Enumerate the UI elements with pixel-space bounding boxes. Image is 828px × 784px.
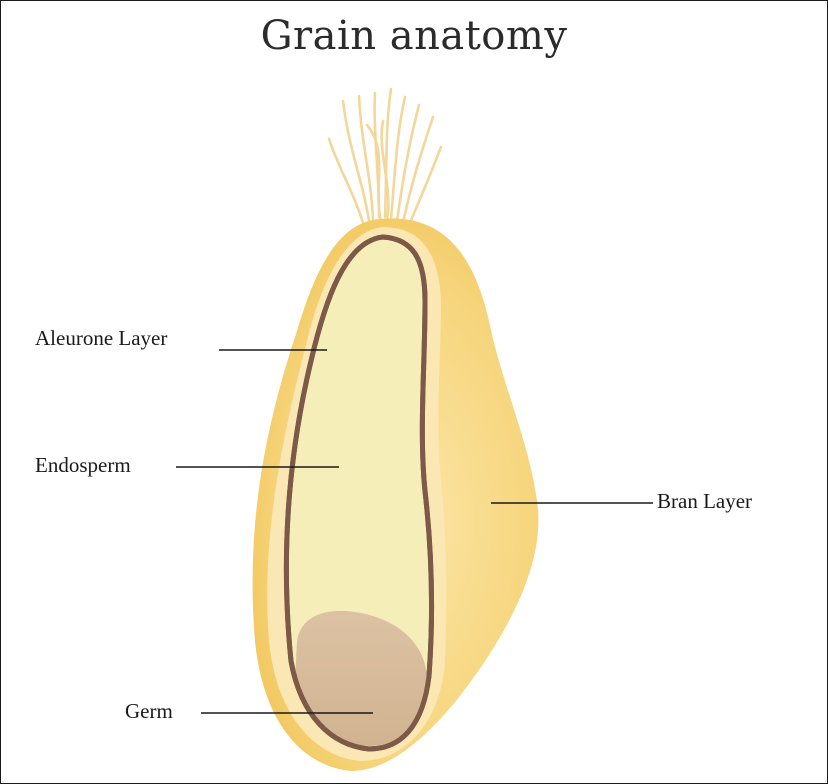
- diagram-title: Grain anatomy: [260, 13, 568, 59]
- aleurone-layer-shape: [283, 234, 435, 752]
- endosperm-label: Endosperm: [35, 453, 131, 477]
- germ-label: Germ: [125, 699, 173, 723]
- bran-layer-label: Bran Layer: [657, 489, 753, 513]
- grain-hairs: [327, 87, 443, 227]
- aleurone-layer-label: Aleurone Layer: [35, 326, 168, 350]
